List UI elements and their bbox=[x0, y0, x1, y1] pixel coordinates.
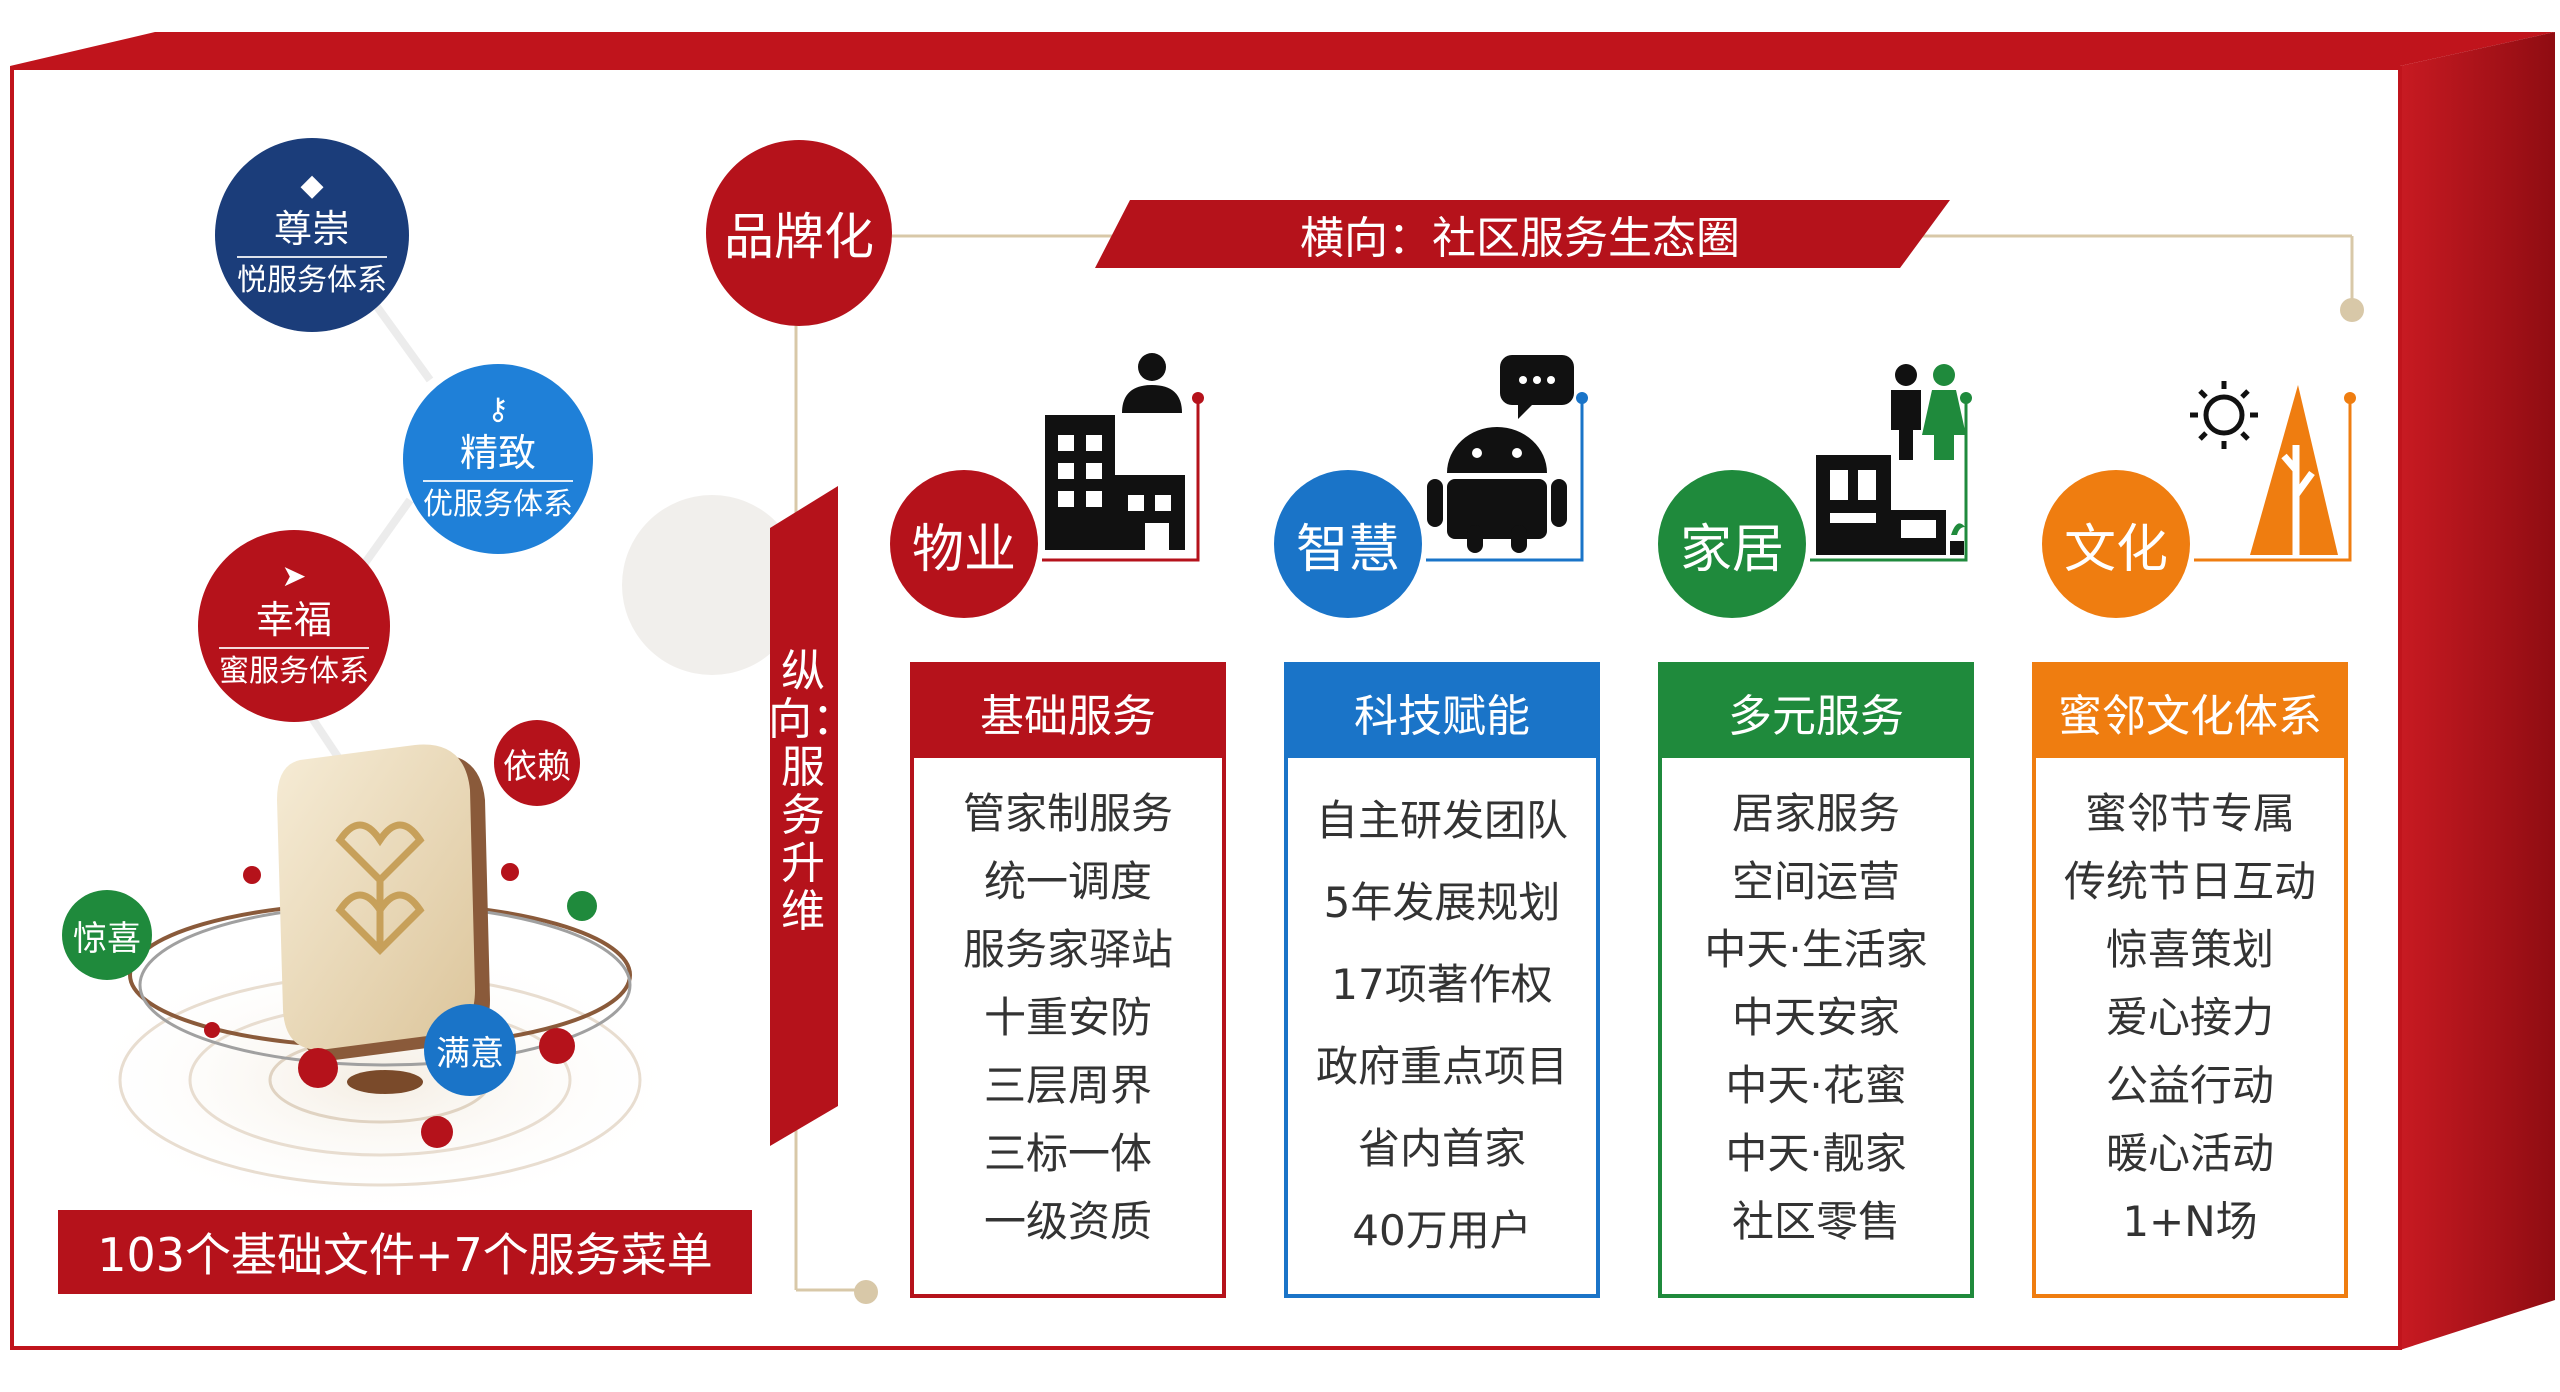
bubble-satisfied-label: 满意 bbox=[436, 1033, 504, 1074]
bubble-rely-label: 依赖 bbox=[503, 746, 571, 787]
card-header: 科技赋能 bbox=[1288, 666, 1596, 758]
bubble-subtitle: 蜜服务体系 bbox=[219, 647, 369, 691]
card-header-text: 多元服务 bbox=[1728, 691, 1904, 742]
list-item: 爱心接力 bbox=[2105, 993, 2274, 1042]
list-item: 传统节日互动 bbox=[2063, 857, 2316, 906]
bubble-rely: 依赖 bbox=[494, 720, 580, 806]
list-item: 统一调度 bbox=[983, 857, 1152, 906]
category-label: 物业 bbox=[911, 519, 1016, 580]
card-list: 管家制服务 统一调度 服务家驿站 十重安防 三层周界 三标一体 一级资质 bbox=[914, 758, 1222, 1256]
list-item: 暖心活动 bbox=[2105, 1129, 2274, 1178]
bubble-jingzhi: ⚷ 精致 优服务体系 bbox=[403, 364, 593, 554]
list-item: 居家服务 bbox=[1731, 789, 1900, 838]
list-item: 三层周界 bbox=[983, 1061, 1152, 1110]
list-item: 中天·生活家 bbox=[1704, 925, 1928, 974]
box-top-face bbox=[10, 32, 2555, 66]
category-zhihui: 智慧 bbox=[1274, 470, 1422, 618]
list-item: 惊喜策划 bbox=[2105, 925, 2274, 974]
vertical-banner-shape bbox=[770, 486, 838, 1146]
vertical-banner-text: 纵向：服务升维 bbox=[768, 646, 856, 937]
list-item: 省内首家 bbox=[1357, 1124, 1526, 1173]
list-item: 中天安家 bbox=[1731, 993, 1900, 1042]
family-home-icon bbox=[1816, 364, 1966, 555]
key-icon: ⚷ bbox=[487, 392, 509, 427]
card-header-text: 基础服务 bbox=[980, 691, 1156, 742]
horizontal-banner-text: 横向：社区服务生态圈 bbox=[1300, 213, 1740, 264]
list-item: 17项著作权 bbox=[1331, 960, 1553, 1009]
list-item: 中天·花蜜 bbox=[1725, 1061, 1907, 1110]
horizontal-banner: 横向：社区服务生态圈 bbox=[1100, 200, 1940, 268]
card-culture-system: 蜜邻文化体系 蜜邻节专属 传统节日互动 惊喜策划 爱心接力 公益行动 暖心活动 … bbox=[2032, 662, 2348, 1298]
sun-tree-icon bbox=[2190, 381, 2338, 555]
bubble-subtitle: 悦服务体系 bbox=[237, 256, 387, 300]
bubble-zunchong: ◆ 尊崇 悦服务体系 bbox=[215, 138, 409, 332]
category-wuye: 物业 bbox=[890, 470, 1038, 618]
brand-label: 品牌化 bbox=[724, 208, 874, 266]
footer-banner: 103个基础文件+7个服务菜单 bbox=[58, 1210, 752, 1294]
bubble-xingfu: ➤ 幸福 蜜服务体系 bbox=[198, 530, 390, 722]
card-header-text: 科技赋能 bbox=[1354, 691, 1530, 742]
logo-tile bbox=[277, 744, 490, 1060]
card-basic-services: 基础服务 管家制服务 统一调度 服务家驿站 十重安防 三层周界 三标一体 一级资… bbox=[910, 662, 1226, 1298]
footer-banner-text: 103个基础文件+7个服务菜单 bbox=[97, 1228, 713, 1282]
card-diverse-services: 多元服务 居家服务 空间运营 中天·生活家 中天安家 中天·花蜜 中天·靓家 社… bbox=[1658, 662, 1974, 1298]
card-header-text: 蜜邻文化体系 bbox=[2058, 691, 2322, 742]
list-item: 中天·靓家 bbox=[1725, 1129, 1907, 1178]
category-label: 家居 bbox=[1679, 519, 1784, 580]
brand-circle: 品牌化 bbox=[706, 140, 892, 326]
box-right-face bbox=[2400, 32, 2555, 1350]
card-list: 居家服务 空间运营 中天·生活家 中天安家 中天·花蜜 中天·靓家 社区零售 bbox=[1662, 758, 1970, 1256]
list-item: 蜜邻节专属 bbox=[2084, 789, 2295, 838]
card-header: 多元服务 bbox=[1662, 666, 1970, 758]
bubble-surprise-label: 惊喜 bbox=[73, 918, 141, 959]
category-wenhua: 文化 bbox=[2042, 470, 2190, 618]
list-item: 管家制服务 bbox=[962, 789, 1173, 838]
list-item: 三标一体 bbox=[983, 1129, 1152, 1178]
card-list: 自主研发团队 5年发展规划 17项著作权 政府重点项目 省内首家 40万用户 bbox=[1288, 758, 1596, 1272]
paper-plane-icon: ➤ bbox=[281, 559, 307, 594]
list-item: 5年发展规划 bbox=[1323, 878, 1561, 927]
list-item: 空间运营 bbox=[1731, 857, 1900, 906]
bubble-title: 精致 bbox=[459, 431, 536, 475]
list-item: 政府重点项目 bbox=[1315, 1042, 1568, 1091]
bubble-title: 幸福 bbox=[255, 598, 332, 642]
horizontal-banner-shape bbox=[1095, 200, 1950, 268]
list-item: 40万用户 bbox=[1352, 1206, 1532, 1255]
card-header: 蜜邻文化体系 bbox=[2036, 666, 2344, 758]
card-tech-enablement: 科技赋能 自主研发团队 5年发展规划 17项著作权 政府重点项目 省内首家 40… bbox=[1284, 662, 1600, 1298]
android-chat-icon bbox=[1427, 355, 1574, 553]
card-list: 蜜邻节专属 传统节日互动 惊喜策划 爱心接力 公益行动 暖心活动 1+N场 bbox=[2036, 758, 2344, 1256]
diamond-icon: ◆ bbox=[300, 168, 324, 203]
category-jiaju: 家居 bbox=[1658, 470, 1806, 618]
bubble-satisfied: 满意 bbox=[424, 1004, 516, 1096]
list-item: 公益行动 bbox=[2105, 1061, 2274, 1110]
bubble-subtitle: 优服务体系 bbox=[423, 480, 573, 524]
building-person-icon bbox=[1045, 353, 1185, 550]
list-item: 服务家驿站 bbox=[962, 925, 1173, 974]
category-label: 文化 bbox=[2063, 519, 2168, 580]
bubble-surprise: 惊喜 bbox=[62, 890, 152, 980]
list-item: 自主研发团队 bbox=[1315, 796, 1568, 845]
list-item: 社区零售 bbox=[1731, 1197, 1900, 1246]
card-header: 基础服务 bbox=[914, 666, 1222, 758]
list-item: 1+N场 bbox=[2122, 1197, 2258, 1246]
list-item: 十重安防 bbox=[983, 993, 1152, 1042]
bubble-title: 尊崇 bbox=[273, 207, 350, 251]
list-item: 一级资质 bbox=[983, 1197, 1152, 1246]
category-label: 智慧 bbox=[1295, 519, 1400, 580]
